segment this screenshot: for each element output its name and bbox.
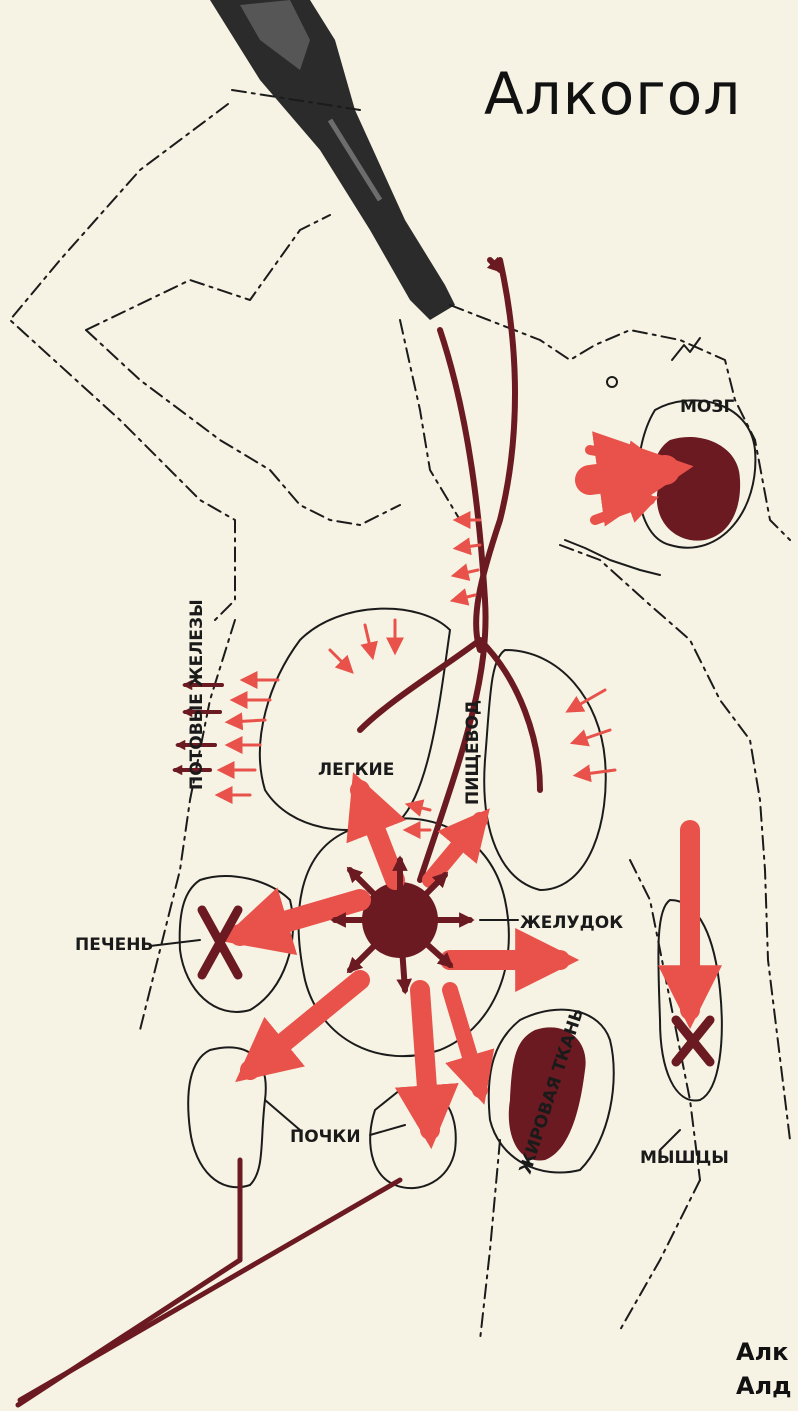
brain-mass — [655, 437, 740, 541]
absorption-arrows — [220, 450, 690, 1130]
muscle-x-mark — [676, 1020, 710, 1062]
label-sweat-glands: ПОТОВЫЕ ЖЕЛЕЗЫ — [187, 599, 207, 790]
label-kidneys: ПОЧКИ — [290, 1127, 361, 1147]
label-lungs: ЛЕГКИЕ — [318, 760, 394, 780]
kidney-right-outline — [370, 1088, 456, 1188]
label-brain: МОЗГ — [680, 397, 734, 417]
bottle — [210, 0, 455, 320]
caption-line-1: Алк — [736, 1338, 788, 1366]
label-stomach: ЖЕЛУДОК — [520, 913, 623, 933]
label-muscles: МЫШЦЫ — [640, 1148, 729, 1168]
lung-right-outline — [484, 650, 606, 890]
excretion-lines — [18, 1160, 400, 1405]
label-liver: ПЕЧЕНЬ — [75, 935, 153, 955]
label-esophagus: ПИЩЕВОД — [463, 700, 483, 805]
stomach-arrows — [335, 860, 470, 990]
caption-line-2: Алд — [736, 1372, 792, 1400]
esophagus-veins — [360, 260, 540, 880]
page-title: Алкогол — [484, 60, 741, 128]
